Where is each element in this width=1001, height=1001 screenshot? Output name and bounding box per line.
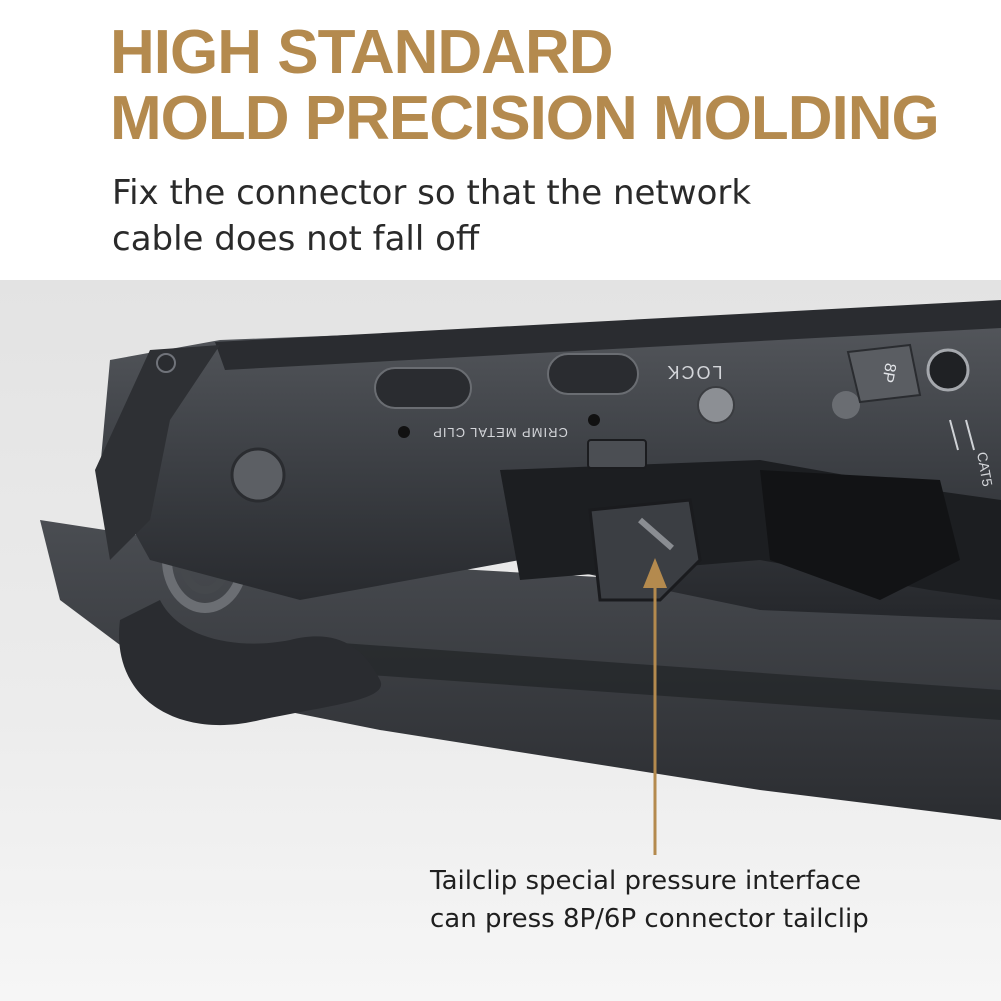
subheadline-line-2: cable does not fall off: [112, 219, 480, 259]
screw-small: [156, 353, 176, 373]
rivet-lock: [697, 386, 735, 424]
cat-marker-1: [949, 419, 959, 451]
tool-left-cap: [95, 345, 220, 560]
size-label: 8P: [878, 362, 898, 384]
tool-top-rim: [215, 300, 1001, 370]
tailclip-tab: [587, 439, 647, 469]
lock-label: LOCK: [665, 362, 722, 382]
callout-line-1: Tailclip special pressure interface: [430, 866, 861, 896]
rivet-right: [832, 391, 860, 419]
cat-marker-2: [965, 419, 975, 451]
subheadline-line-1: Fix the connector so that the network: [112, 173, 752, 213]
crimp-tool-photo: CRIMP METAL CLIP LOCK 8P CAT5: [0, 280, 1001, 1001]
tailclip-pin: [638, 517, 674, 551]
size-tag: [846, 343, 922, 404]
callout-caption: Tailclip special pressure interface can …: [430, 862, 869, 938]
tailclip-interface: [588, 498, 702, 602]
subheadline: Fix the connector so that the network ca…: [112, 170, 751, 262]
crimp-die-block: [760, 470, 960, 600]
headline: HIGH STANDARD MOLD PRECISION MOLDING: [110, 18, 940, 153]
tag-screw: [926, 348, 970, 392]
callout-line-2: can press 8P/6P connector tailclip: [430, 904, 869, 934]
tool-handle-edge: [300, 640, 1001, 720]
headline-line-2: MOLD PRECISION MOLDING: [110, 84, 940, 153]
rivet-large: [230, 447, 286, 503]
cat-label: CAT5: [974, 451, 996, 488]
tool-jaw-hook: [119, 600, 382, 726]
hole-crimp-left: [398, 426, 410, 438]
headline-line-1: HIGH STANDARD: [110, 18, 613, 87]
callout-arrow-icon: [643, 558, 667, 588]
button-right: [547, 353, 639, 395]
hole-crimp-right: [588, 414, 600, 426]
button-left: [374, 367, 472, 409]
crimp-label: CRIMP METAL CLIP: [432, 425, 568, 440]
